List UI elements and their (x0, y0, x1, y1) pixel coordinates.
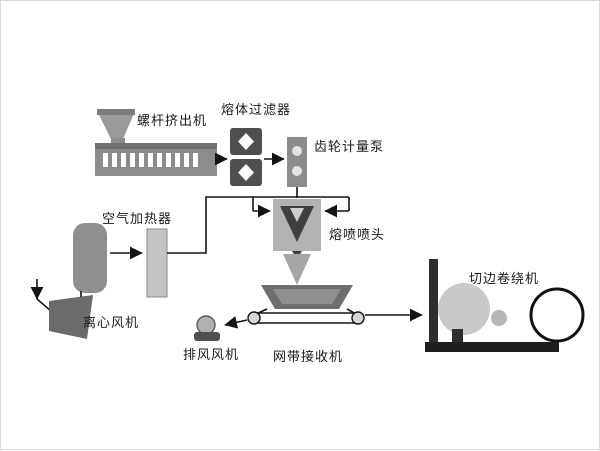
extruder-screw-flights (103, 153, 198, 167)
extruder-label: 螺杆挤出机 (137, 113, 207, 128)
die-inner-notch (290, 208, 304, 222)
centrifugal-fan-housing (49, 295, 93, 339)
winder-main-roll (438, 283, 490, 335)
collector-inner (273, 289, 341, 304)
extruder-hopper (97, 111, 135, 139)
filter-diamond-bottom (238, 164, 254, 181)
gear-pump: 齿轮计量泵 (264, 137, 384, 187)
hot-air-column (146, 228, 168, 298)
air-heater-body (73, 223, 107, 293)
air-heater-label: 空气加热器 (102, 211, 172, 226)
exhaust-fan-wheel (196, 315, 216, 335)
winder-label: 切边卷绕机 (469, 271, 539, 286)
pipe-belt-to-exhaust (224, 316, 248, 329)
die-inner-vee (280, 206, 314, 242)
gear-pump-body (287, 137, 307, 187)
winder-takeup-roll (529, 287, 585, 343)
extruder-barrel-top-strip (95, 143, 217, 149)
winder-frame-bar (429, 259, 438, 351)
fan-inlet-duct (36, 298, 52, 312)
winder-support (452, 329, 463, 344)
die-head-label: 熔喷喷头 (329, 227, 385, 242)
winder-guide-roll (491, 310, 507, 326)
belt-roller-left (247, 311, 261, 325)
pipe-column-to-manifold (167, 196, 349, 254)
belt-roller-right (351, 311, 365, 325)
fiber-spray-cone (283, 254, 311, 285)
filter-diamond-top (238, 133, 254, 150)
centrifugal-fan-label: 离心风机 (83, 315, 139, 330)
air-heater-assembly: 空气加热器 (73, 211, 172, 298)
exhaust-fan-base (194, 332, 220, 341)
centrifugal-fan: 离心风机 (30, 279, 139, 339)
belt-receiver-label: 网带接收机 (273, 349, 343, 364)
exhaust-fan: 排风风机 (183, 315, 248, 362)
screw-extruder: 螺杆挤出机 (95, 109, 217, 176)
melt-blown-die: 熔喷喷头 (273, 199, 385, 285)
melt-filter: 熔体过滤器 (215, 102, 291, 186)
gear-pump-port-bottom (292, 166, 302, 176)
winder-base-bar (425, 342, 559, 352)
gear-pump-label: 齿轮计量泵 (314, 139, 384, 154)
exhaust-fan-label: 排风风机 (183, 347, 239, 362)
extruder-hopper-rim (97, 109, 135, 115)
edge-trim-winder: 切边卷绕机 (365, 259, 585, 352)
melt-filter-label: 熔体过滤器 (221, 102, 291, 117)
extruder-hopper-neck (111, 138, 125, 144)
mesh-belt-receiver: 网带接收机 (247, 285, 365, 364)
gear-pump-port-top (292, 146, 302, 156)
die-manifold (167, 187, 350, 254)
